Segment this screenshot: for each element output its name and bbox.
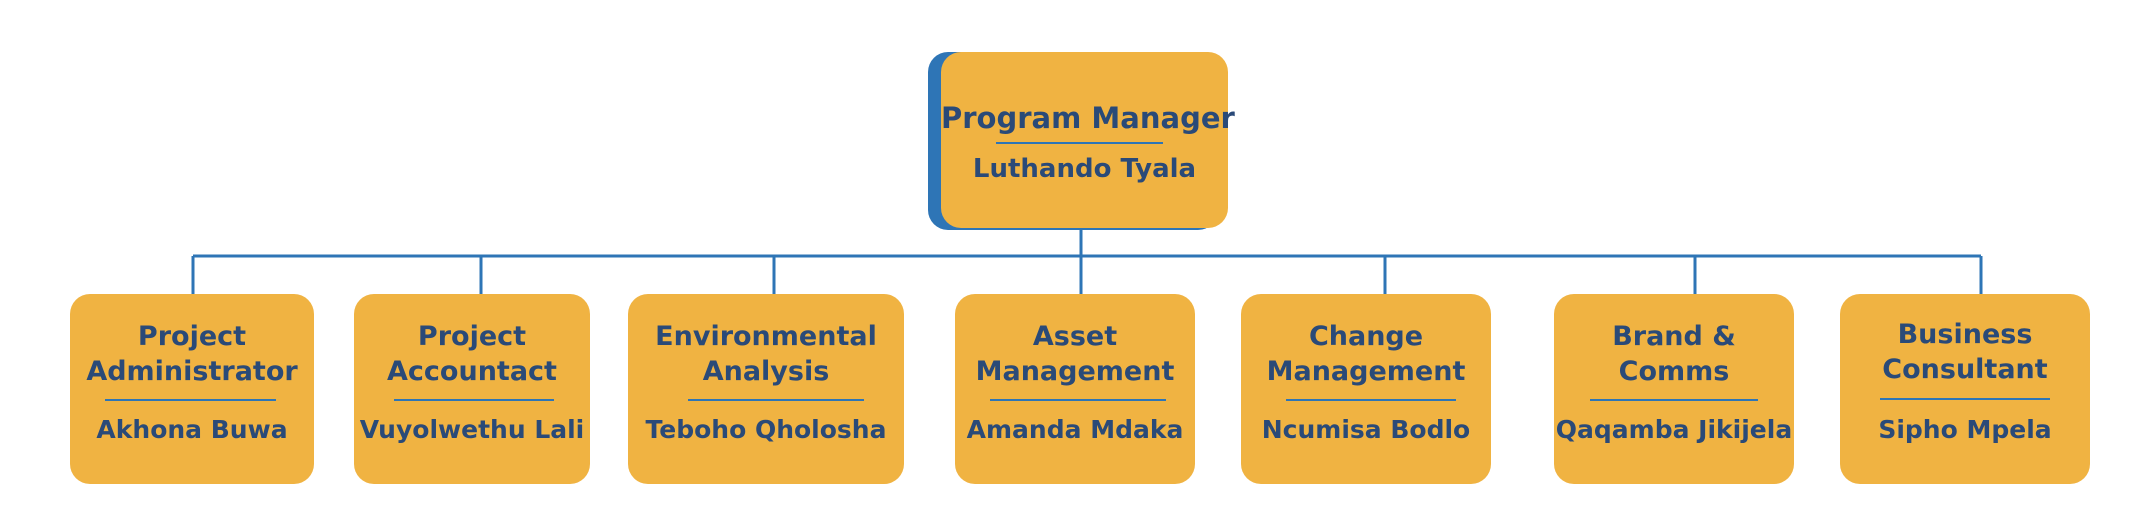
report-title-line: Business (1897, 319, 2033, 350)
report-title-line: Project (137, 321, 247, 352)
report-divider (105, 399, 276, 401)
report-divider (1880, 398, 2050, 400)
report-divider (1286, 399, 1456, 401)
report-card: Project Administrator Akhona Buwa (70, 294, 314, 484)
report-title-line: Project (417, 321, 527, 352)
report-card: Business Consultant Sipho Mpela (1840, 294, 2090, 484)
report-name: Ncumisa Bodlo (1261, 415, 1471, 444)
report-name: Sipho Mpela (1878, 415, 2052, 444)
report-title-line: Consultant (1882, 354, 2048, 385)
report-title-line: Management (975, 356, 1175, 387)
report-title-line: Comms (1618, 356, 1730, 387)
manager-title: Program Manager (941, 101, 1235, 135)
report-divider (688, 399, 864, 401)
report-name: Vuyolwethu Lali (359, 415, 585, 444)
report-card: Project Accountact Vuyolwethu Lali (354, 294, 590, 484)
manager-divider (996, 142, 1163, 144)
report-title-line: Change (1308, 321, 1424, 352)
report-title-line: Brand & (1612, 321, 1736, 352)
report-title-line: Environmental (655, 321, 877, 352)
report-card: Change Management Ncumisa Bodlo (1241, 294, 1491, 484)
report-name: Teboho Qholosha (645, 415, 887, 444)
report-title-line: Management (1266, 356, 1466, 387)
report-name: Amanda Mdaka (966, 415, 1184, 444)
manager-card: Program Manager Luthando Tyala (941, 52, 1235, 228)
report-divider (990, 399, 1166, 401)
report-title-line: Accountact (387, 356, 557, 387)
manager-name: Luthando Tyala (972, 154, 1197, 184)
report-card: Environmental Analysis Teboho Qholosha (628, 294, 904, 484)
report-name: Akhona Buwa (96, 415, 288, 444)
report-divider (1590, 399, 1758, 401)
report-title-line: Asset (1032, 321, 1118, 352)
report-title-line: Administrator (86, 356, 298, 387)
report-card: Asset Management Amanda Mdaka (955, 294, 1195, 484)
report-name: Qaqamba Jikijela (1555, 415, 1793, 444)
report-title-line: Analysis (702, 356, 830, 387)
report-divider (394, 399, 554, 401)
report-card: Brand & Comms Qaqamba Jikijela (1554, 294, 1794, 484)
